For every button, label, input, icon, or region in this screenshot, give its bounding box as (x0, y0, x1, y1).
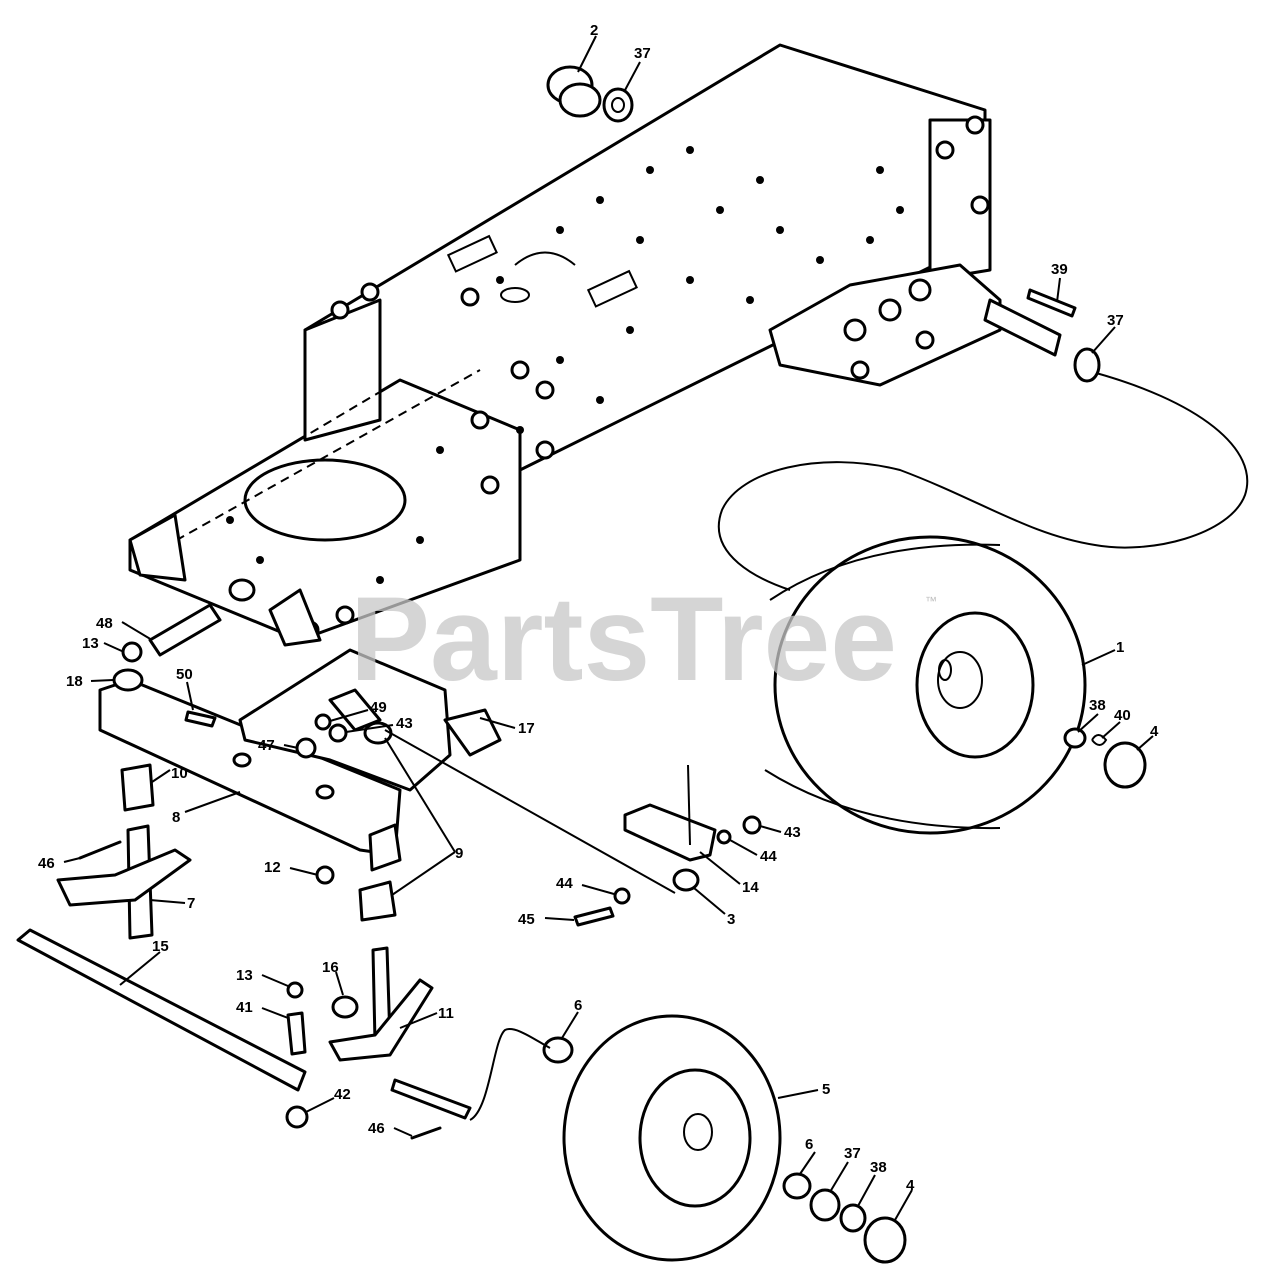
callout-44b: 44 (556, 875, 573, 892)
callout-38: 38 (1089, 697, 1106, 714)
callout-42: 42 (334, 1086, 351, 1103)
main-frame (128, 43, 992, 647)
callout-49: 49 (370, 699, 387, 716)
callout-12: 12 (264, 859, 281, 876)
pivot-bracket (238, 648, 502, 792)
callouts: 2 37 39 37 1 48 13 18 50 49 43 47 (38, 22, 1159, 1221)
callout-17: 17 (518, 720, 535, 737)
callout-13: 13 (82, 635, 99, 652)
callout-37c: 37 (844, 1145, 861, 1162)
callout-1: 1 (1116, 639, 1124, 656)
front-axle (98, 678, 402, 872)
callout-43b: 43 (784, 824, 801, 841)
callout-40: 40 (1114, 707, 1131, 724)
callout-38b: 38 (870, 1159, 887, 1176)
drive-belt (718, 369, 1249, 591)
callout-46: 46 (38, 855, 55, 872)
front-wheel (562, 1014, 782, 1262)
callout-15: 15 (152, 938, 169, 955)
callout-44: 44 (760, 848, 777, 865)
callout-16: 16 (322, 959, 339, 976)
callout-8: 8 (172, 809, 180, 826)
rear-wheel (764, 535, 1087, 835)
callout-2: 2 (590, 22, 598, 39)
callout-10: 10 (171, 765, 188, 782)
callout-43: 43 (396, 715, 413, 732)
callout-9: 9 (455, 845, 463, 862)
callout-50: 50 (176, 666, 193, 683)
callout-7: 7 (187, 895, 195, 912)
callout-14: 14 (742, 879, 759, 896)
callout-46b: 46 (368, 1120, 385, 1137)
small-parts (16, 65, 1147, 1264)
callout-3: 3 (727, 911, 735, 928)
callout-18: 18 (66, 673, 83, 690)
callout-4: 4 (1150, 723, 1159, 740)
callout-37b: 37 (1107, 312, 1124, 329)
callout-37: 37 (634, 45, 651, 62)
callout-6b: 6 (805, 1136, 813, 1153)
callout-4b: 4 (906, 1177, 915, 1194)
callout-47: 47 (258, 737, 275, 754)
callout-39: 39 (1051, 261, 1068, 278)
watermark-trademark: ™ (925, 594, 937, 608)
callout-11: 11 (438, 1005, 454, 1022)
callout-5: 5 (822, 1081, 830, 1098)
callout-6: 6 (574, 997, 582, 1014)
transaxle (768, 263, 1062, 387)
watermark: PartsTree (350, 572, 897, 706)
callout-41: 41 (236, 999, 253, 1016)
callout-48: 48 (96, 615, 113, 632)
callout-45: 45 (518, 911, 535, 928)
callout-13b: 13 (236, 967, 253, 984)
